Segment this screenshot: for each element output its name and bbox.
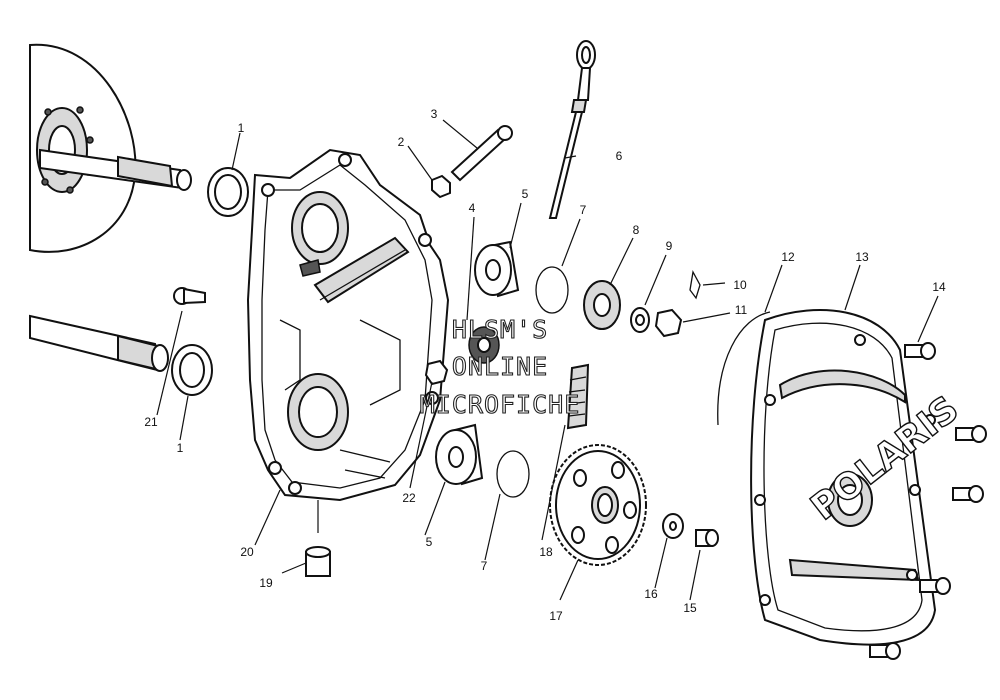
- callout-15: 15: [683, 601, 697, 615]
- bolt-21: [173, 287, 206, 305]
- callout-4: 4: [469, 201, 476, 215]
- callout-22: 22: [402, 491, 416, 505]
- seal-upper: [207, 167, 249, 217]
- callout-7-lower: 7: [481, 559, 488, 573]
- callout-9: 9: [666, 239, 673, 253]
- callout-3: 3: [431, 107, 438, 121]
- callout-11: 11: [735, 303, 748, 317]
- callout-2: 2: [398, 135, 405, 149]
- bearing-5-lower: [435, 423, 484, 486]
- pin-3: [450, 125, 513, 182]
- gear-17: [549, 444, 647, 566]
- drain-plug-19: [305, 546, 331, 577]
- callout-19: 19: [259, 576, 273, 590]
- nut-22: [424, 359, 449, 386]
- callout-13: 13: [855, 250, 869, 264]
- callout-21: 21: [144, 415, 158, 429]
- snap-ring-7-lower: [496, 450, 530, 498]
- callout-6: 6: [616, 149, 623, 163]
- callout-14: 14: [932, 280, 946, 294]
- callout-1-lower: 1: [177, 441, 184, 455]
- watermark-line-3: MICROFICHE: [420, 390, 581, 419]
- callout-1-upper: 1: [238, 121, 245, 135]
- gasket-12: [717, 311, 771, 426]
- seal-lower: [171, 344, 213, 396]
- chaincase-housing: [246, 148, 450, 502]
- cotter-pin-10: [689, 270, 701, 300]
- nut-2: [431, 174, 451, 199]
- callout-8: 8: [633, 223, 640, 237]
- washer-9: [630, 307, 650, 333]
- callout-16: 16: [644, 587, 658, 601]
- watermark-line-1: HLSM'S: [452, 315, 548, 344]
- callout-20: 20: [240, 545, 254, 559]
- bearing-5-upper: [474, 240, 520, 298]
- snap-ring-7-upper: [535, 266, 569, 314]
- callout-5-upper: 5: [522, 187, 529, 201]
- watermark: HLSM'S ONLINE MICROFICHE: [419, 314, 581, 419]
- callout-17: 17: [549, 609, 563, 623]
- watermark-line-2: ONLINE: [452, 352, 548, 381]
- tensioner-4: [468, 326, 500, 364]
- callout-12: 12: [781, 250, 795, 264]
- lower-shaft: [29, 314, 169, 372]
- callout-10: 10: [733, 278, 747, 292]
- upper-shaft: [39, 148, 192, 191]
- chaincase-cover-13: POLARIS: [750, 309, 967, 646]
- dipstick-6: [548, 40, 596, 219]
- chain-18: [566, 363, 590, 430]
- bolts-14: [869, 342, 987, 660]
- bolt-15: [695, 529, 719, 547]
- nut-11: [654, 308, 683, 338]
- callout-18: 18: [539, 545, 553, 559]
- sprocket-8: [583, 280, 621, 330]
- callout-7-upper: 7: [580, 203, 587, 217]
- driven-clutch-disc: [29, 43, 137, 253]
- washer-16: [662, 513, 684, 539]
- callout-5-lower: 5: [426, 535, 433, 549]
- leader-lines: [156, 119, 939, 601]
